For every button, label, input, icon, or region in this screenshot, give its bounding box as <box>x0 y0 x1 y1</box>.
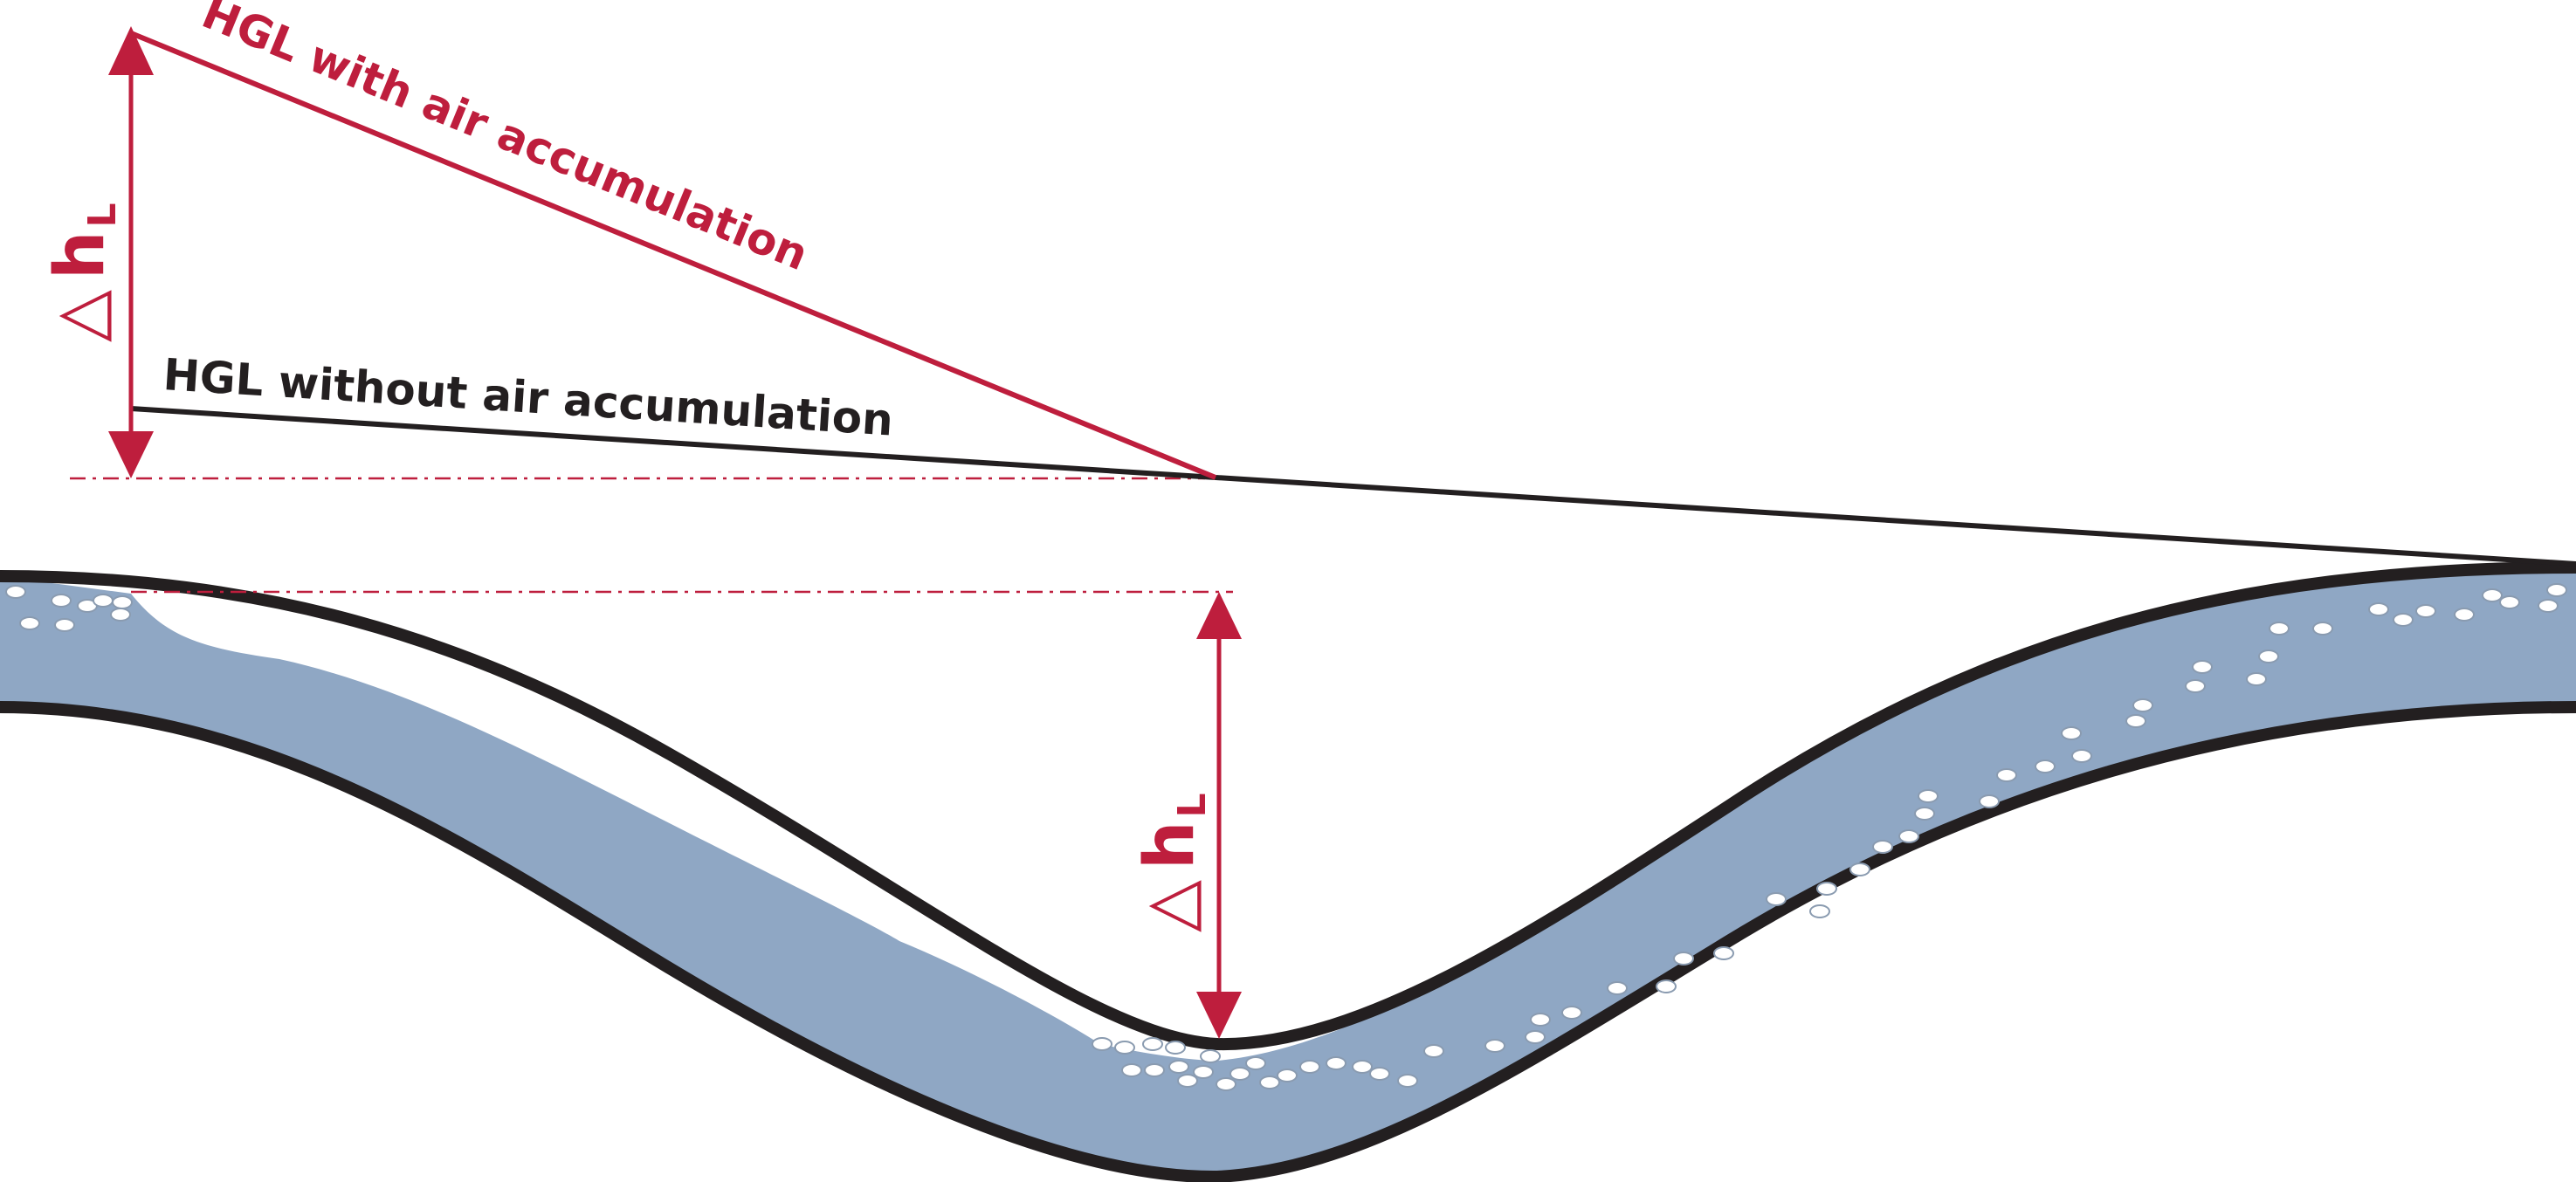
air-bubble <box>2312 622 2333 636</box>
air-bubble <box>1369 1067 1390 1081</box>
head-loss-label-left: △ hL <box>41 203 125 342</box>
head-loss-subscript: L <box>1170 793 1215 817</box>
air-bubble <box>1114 1041 1135 1055</box>
head-loss-subscript: L <box>80 203 125 227</box>
air-bubble <box>93 594 114 608</box>
air-bubble <box>1121 1063 1142 1077</box>
svg-text:△hL: △ hL <box>41 203 125 342</box>
arrow-down-icon <box>108 431 154 478</box>
air-bubble <box>5 585 26 599</box>
air-bubble <box>1092 1037 1112 1051</box>
air-bubble <box>1607 981 1628 995</box>
arrow-up-icon <box>108 26 154 75</box>
air-bubble <box>2132 698 2153 712</box>
air-bubble <box>2368 602 2389 616</box>
air-bubble <box>1872 840 1893 854</box>
air-bubble <box>1809 904 1830 918</box>
air-bubble <box>1326 1056 1347 1070</box>
air-bubble <box>2071 749 2092 763</box>
air-bubble <box>2454 608 2475 622</box>
air-bubble <box>19 616 40 630</box>
air-bubble <box>112 595 133 609</box>
air-bubble <box>1200 1049 1221 1063</box>
air-bubble <box>1530 1013 1551 1027</box>
pipe <box>0 561 2576 1182</box>
air-bubble <box>54 618 75 632</box>
air-bubble <box>1656 979 1677 993</box>
water-flow <box>0 567 2576 1178</box>
air-bubble <box>2546 583 2567 597</box>
air-bubble <box>2415 604 2436 618</box>
air-bubble <box>1142 1037 1163 1051</box>
delta-symbol: △ <box>41 290 120 342</box>
air-bubble <box>1713 946 1734 960</box>
air-bubble <box>2192 660 2213 674</box>
svg-text:△hL: △ hL <box>1131 793 1215 932</box>
air-bubble <box>1484 1039 1505 1053</box>
delta-symbol: △ <box>1131 880 1209 932</box>
air-bubble <box>1918 789 1939 803</box>
air-bubble <box>2185 679 2206 693</box>
air-bubble <box>2246 672 2267 686</box>
hgl-without-air-line <box>130 406 2576 567</box>
air-bubble <box>2499 595 2520 609</box>
air-bubble <box>51 594 72 608</box>
air-bubble <box>2269 622 2290 636</box>
air-bubble <box>2538 599 2559 613</box>
air-bubble <box>110 608 131 622</box>
head-loss-arrow-right <box>1196 592 1242 1039</box>
hgl-with-air-label: HGL with air accumulation <box>195 0 815 280</box>
air-bubble <box>1423 1044 1444 1058</box>
air-bubble <box>1165 1041 1186 1055</box>
air-bubble <box>1177 1074 1198 1088</box>
air-bubble <box>2125 714 2146 728</box>
air-bubble <box>1996 768 2017 782</box>
air-bubble <box>1979 794 2000 808</box>
air-bubble <box>2061 726 2082 740</box>
air-bubble <box>1525 1030 1546 1044</box>
head-loss-h: h <box>1131 821 1209 869</box>
reference-lines <box>70 477 1233 594</box>
air-bubble <box>2035 759 2056 773</box>
air-bubble <box>1144 1063 1165 1077</box>
air-bubble <box>1914 807 1935 821</box>
air-bubble <box>1397 1074 1418 1088</box>
air-bubble <box>1352 1060 1373 1074</box>
air-bubble <box>1561 1006 1582 1020</box>
air-bubbles <box>5 583 2567 1091</box>
air-bubble <box>1193 1065 1214 1079</box>
air-bubble <box>1277 1069 1298 1082</box>
arrow-up-icon <box>1196 592 1242 639</box>
hgl-with-air-line <box>129 31 1217 480</box>
air-bubble <box>1673 952 1694 966</box>
head-loss-h: h <box>41 230 120 279</box>
head-loss-label-right: △ hL <box>1131 793 1215 932</box>
pipe-bottom-wall <box>0 701 2576 1182</box>
air-bubble <box>2393 613 2414 627</box>
head-loss-arrow-left <box>108 26 154 478</box>
air-bubble <box>1168 1060 1189 1074</box>
air-bubble <box>1816 882 1837 896</box>
air-bubble <box>1766 892 1787 906</box>
air-bubble <box>1245 1056 1266 1070</box>
air-bubble <box>1898 829 1919 843</box>
air-bubble <box>1216 1077 1236 1091</box>
air-bubble <box>2258 649 2279 663</box>
arrow-down-icon <box>1196 992 1242 1039</box>
air-bubble <box>1259 1075 1280 1089</box>
air-bubble <box>2482 588 2503 602</box>
air-bubble <box>1299 1060 1320 1074</box>
air-bubble <box>1849 862 1870 876</box>
pipe-top-wall <box>0 561 2576 1051</box>
air-bubble <box>1229 1067 1250 1081</box>
